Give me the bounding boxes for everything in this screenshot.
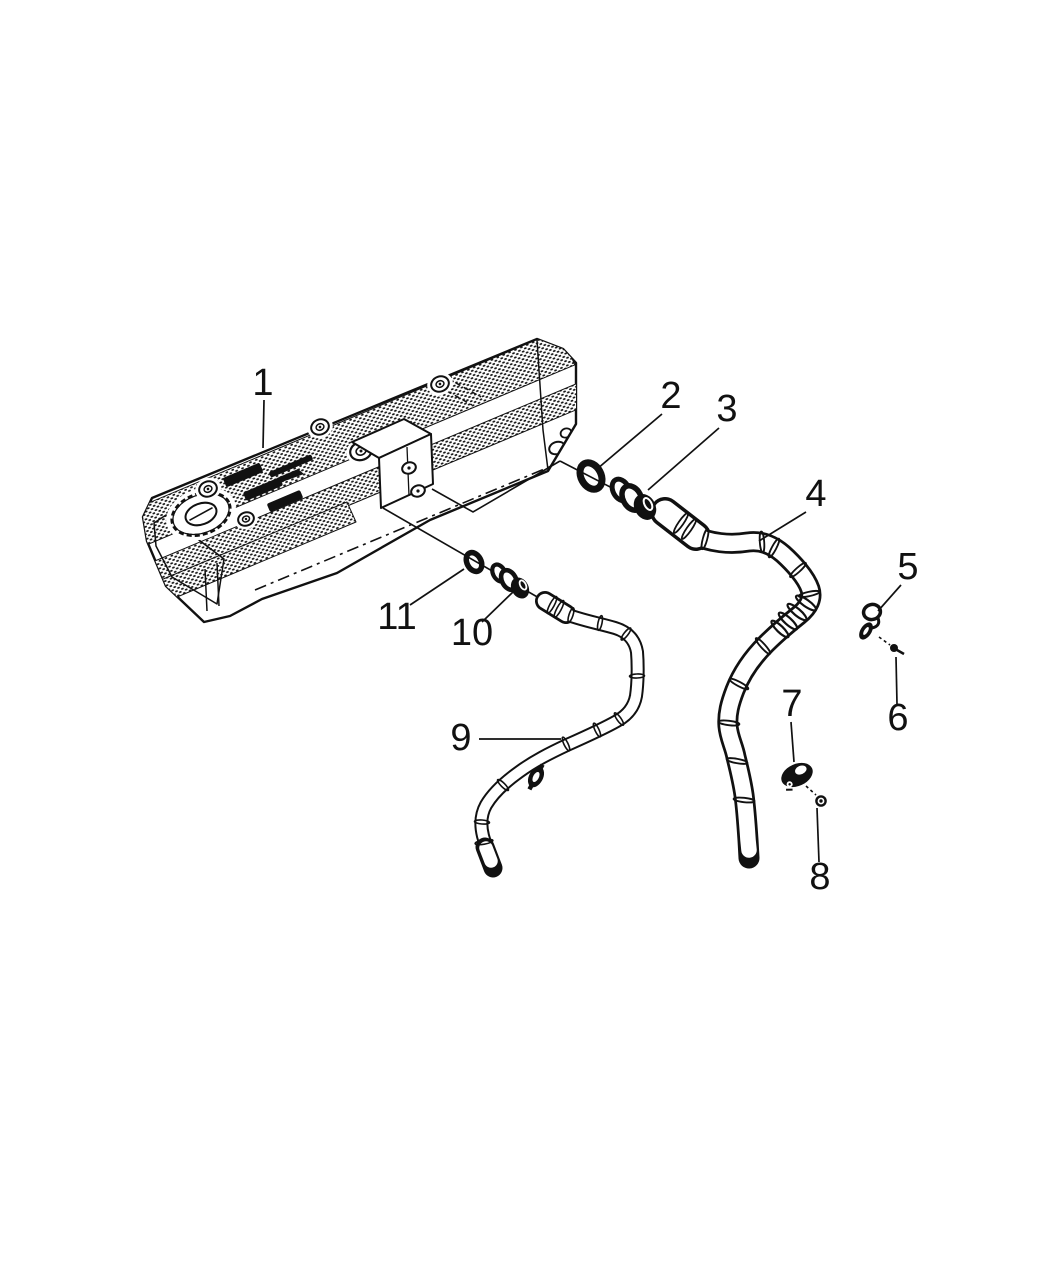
clip-screw-6 (878, 636, 905, 656)
hose-4-ring-marks (672, 512, 821, 804)
callout-1-label: 1 (252, 362, 273, 404)
fitting-10 (490, 562, 530, 599)
cover-gasket-line (254, 451, 576, 591)
leader-5 (877, 584, 902, 612)
callout-8-label: 8 (809, 856, 830, 898)
cover-projection-dashes (446, 382, 482, 406)
callout-9-label: 9 (450, 717, 471, 759)
callout-numbers: 1 2 3 4 5 6 7 8 9 10 11 (252, 362, 918, 898)
cover-left-end-inset (153, 514, 225, 605)
cover-right-end-edge (536, 339, 549, 471)
oil-filler-cap (166, 487, 236, 541)
tube-9-ring-marks (473, 595, 646, 846)
leader-10 (481, 590, 515, 623)
callout-leader-lines (262, 399, 902, 863)
callout-5-label: 5 (897, 546, 918, 588)
cover-bolts (195, 372, 453, 530)
leader-3 (647, 427, 720, 491)
vent-hose-4 (650, 497, 822, 869)
callout-10-label: 10 (451, 612, 493, 654)
callout-11-label: 11 (377, 596, 416, 638)
hose-4-corrugation (770, 594, 818, 639)
callout-3-label: 3 (716, 388, 737, 430)
leader-8 (816, 807, 820, 863)
leader-2 (596, 413, 663, 470)
vent-tube-9 (473, 591, 646, 878)
leader-7 (790, 721, 795, 763)
p-clamp-7 (781, 762, 817, 796)
callout-4-label: 4 (805, 473, 826, 515)
o-ring-11 (463, 549, 485, 575)
o-ring-2 (576, 459, 606, 493)
cover-texture-back-band (143, 339, 576, 551)
leader-4 (758, 511, 807, 542)
fitting-3 (609, 476, 657, 520)
clamp-nut-8 (815, 795, 827, 807)
callout-2-label: 2 (660, 375, 681, 417)
tube-9-clamp (527, 763, 545, 791)
leader-1 (262, 399, 265, 449)
breather-housing (351, 418, 434, 509)
leader-11 (409, 568, 465, 606)
callout-7-label: 7 (781, 683, 802, 725)
callout-6-label: 6 (887, 697, 908, 739)
cover-cast-lettering (223, 454, 313, 512)
leader-6 (895, 656, 898, 705)
valve-cover (141, 337, 578, 624)
wire-clip-5 (859, 602, 883, 640)
cover-front-ribs (204, 562, 220, 612)
